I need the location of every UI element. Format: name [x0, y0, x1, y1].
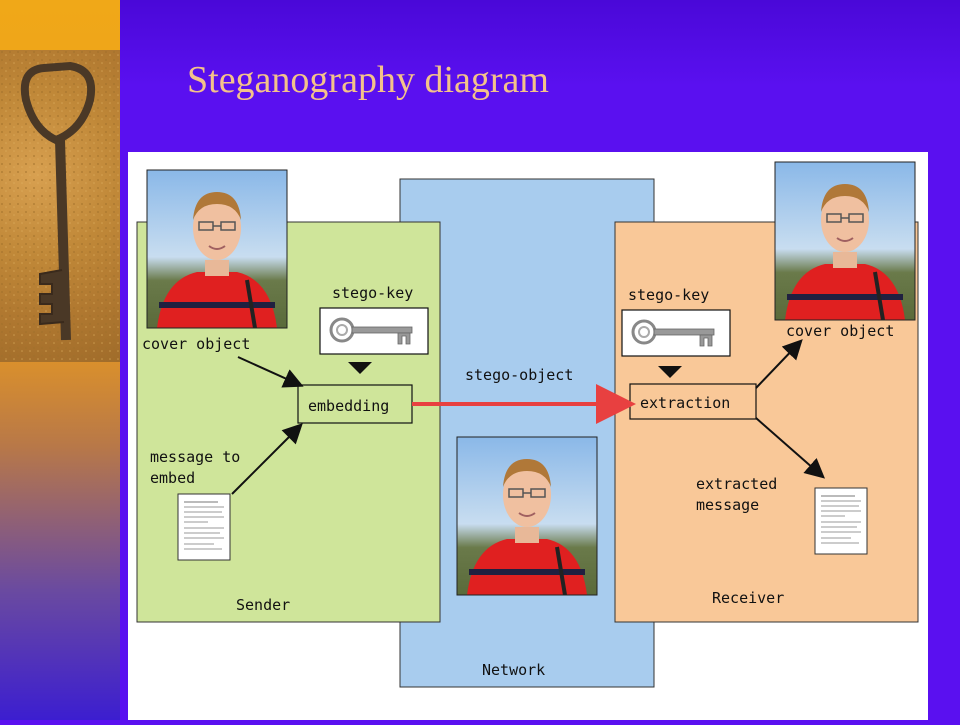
cover-object-label-sender: cover object: [142, 335, 250, 353]
message-to-embed-label-line2: embed: [150, 469, 195, 487]
diagram-panel: cover object stego-key embedding message…: [128, 152, 928, 720]
stego-key-label-sender: stego-key: [332, 284, 413, 302]
cover-object-photo-receiver: [773, 160, 917, 322]
stego-object-label: stego-object: [465, 366, 573, 384]
network-label: Network: [482, 661, 545, 679]
triangle-down-icon: [348, 362, 372, 374]
antique-key-photo: [0, 50, 120, 362]
steganography-diagram: cover object stego-key embedding message…: [136, 160, 919, 688]
antique-key-icon: [0, 50, 120, 362]
cover-object-label-receiver: cover object: [786, 322, 894, 340]
receiver-label: Receiver: [712, 589, 784, 607]
extraction-label: extraction: [640, 394, 730, 412]
extraction-box: [629, 383, 757, 420]
extracted-message-label-line1: extracted: [696, 475, 777, 493]
sender-label: Sender: [236, 596, 290, 614]
cover-object-photo-sender: [145, 168, 289, 330]
stego-key-label-receiver: stego-key: [628, 286, 709, 304]
embedding-label: embedding: [308, 397, 389, 415]
extracted-message-document-icon: [814, 487, 868, 555]
key-icon-sender: [318, 306, 430, 356]
message-to-embed-label-line1: message to: [150, 448, 240, 466]
slide-title: Steganography diagram: [187, 59, 549, 101]
stego-object-photo: [455, 435, 599, 597]
message-document-icon: [177, 493, 231, 561]
key-icon-receiver: [620, 308, 732, 358]
triangle-down-icon: [658, 366, 682, 378]
embedding-box: [297, 384, 413, 424]
extracted-message-label-line2: message: [696, 496, 759, 514]
